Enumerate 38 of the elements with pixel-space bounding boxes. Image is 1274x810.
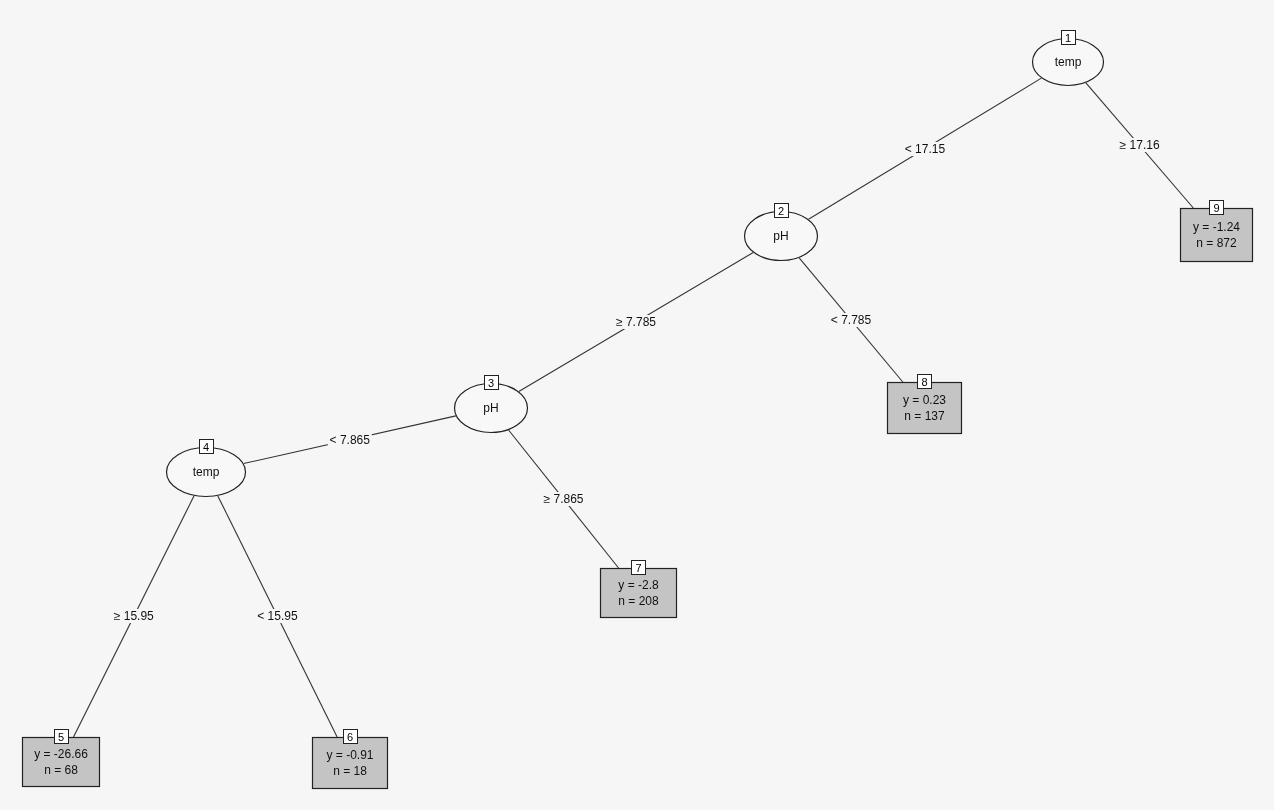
mean-value: y = -2.8	[617, 578, 660, 592]
split-variable: pH	[772, 229, 790, 243]
branch-line	[798, 257, 904, 383]
edge-label: ≥ 15.95	[111, 609, 156, 624]
mean-value: y = 0.23	[902, 393, 947, 407]
branch-line	[508, 429, 620, 569]
edge-label: ≥ 7.865	[541, 492, 586, 506]
node-number: 2	[773, 203, 789, 218]
node-number: 5	[53, 729, 69, 744]
mean-value: y = -0.91	[325, 748, 375, 762]
node-number: 7	[631, 560, 646, 575]
sample-count: n = 68	[43, 763, 79, 777]
edge-label: ≥ 7.785	[614, 315, 658, 329]
sample-count: n = 208	[617, 594, 660, 608]
node-number: 3	[483, 375, 499, 390]
node-number: 4	[198, 439, 214, 454]
mean-value: y = -26.66	[33, 747, 89, 761]
edge-label: < 17.15	[902, 141, 948, 156]
edge-label: < 15.95	[255, 609, 300, 624]
edge-label: < 7.865	[327, 432, 372, 447]
branch-line	[808, 77, 1042, 220]
sample-count: n = 137	[903, 409, 946, 423]
branch-line	[217, 495, 338, 738]
split-variable: temp	[1053, 55, 1083, 69]
mean-value: y = -1.24	[1192, 220, 1241, 234]
node-number: 9	[1209, 200, 1224, 215]
split-variable: pH	[482, 401, 500, 415]
branch-line	[72, 495, 195, 738]
node-number: 1	[1060, 30, 1076, 45]
node-number: 6	[342, 729, 358, 744]
edge-label: < 7.785	[828, 312, 874, 327]
edge-label: ≥ 17.16	[1117, 138, 1162, 153]
sample-count: n = 18	[332, 764, 368, 778]
sample-count: n = 872	[1195, 236, 1238, 250]
branch-line	[518, 251, 754, 393]
split-variable: temp	[191, 465, 221, 479]
node-number: 8	[917, 374, 932, 389]
branch-line	[1085, 82, 1194, 209]
